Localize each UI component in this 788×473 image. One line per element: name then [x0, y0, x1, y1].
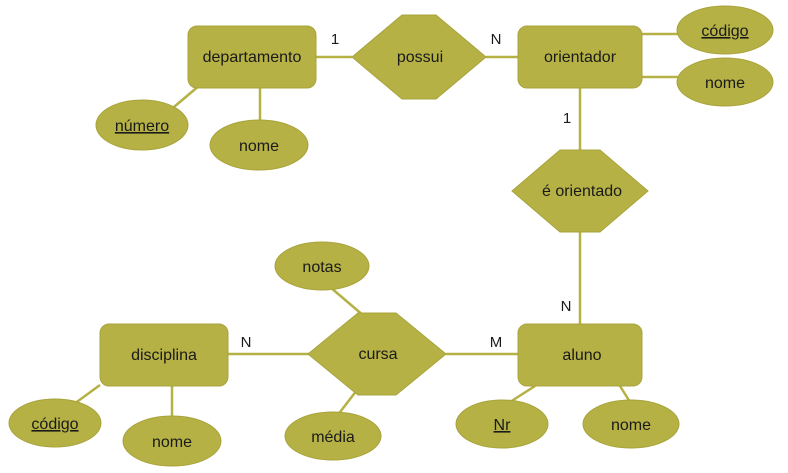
relationship-e-orientado-label: é orientado — [542, 183, 622, 200]
relationship-cursa: cursa — [307, 312, 447, 396]
attribute-aluno-nome: nome — [582, 399, 680, 449]
line-aluno-nome — [618, 385, 632, 403]
attribute-cursa-media: média — [284, 411, 382, 461]
entity-orientador-box — [517, 25, 643, 89]
attribute-cursa-notas: notas — [274, 241, 370, 291]
connector-lines — [73, 32, 680, 420]
relationship-possui-shape — [351, 14, 487, 100]
relationship-e-orientado: é orientado — [511, 149, 649, 233]
attribute-aluno-nr-ellipse — [455, 399, 549, 449]
attribute-disciplina-codigo-ellipse — [8, 398, 102, 448]
entity-departamento: departamento — [187, 25, 317, 89]
relationship-cursa-label: cursa — [358, 346, 397, 363]
attribute-aluno-nr-label: Nr — [494, 417, 512, 434]
relationship-e-orientado-shape — [511, 149, 649, 233]
attribute-orientador-nome: nome — [676, 57, 774, 107]
attribute-departamento-nome: nome — [209, 119, 309, 171]
entity-disciplina-label: disciplina — [131, 347, 197, 364]
attribute-cursa-notas-label: notas — [302, 259, 341, 276]
attribute-cursa-notas-ellipse — [274, 241, 370, 291]
cardinality-possui-orientador: N — [491, 31, 502, 48]
attribute-orientador-nome-label: nome — [705, 75, 745, 92]
entity-aluno: aluno — [517, 323, 643, 387]
attribute-disciplina-codigo-label: código — [31, 416, 78, 433]
cardinality-possui-departamento: 1 — [331, 31, 339, 48]
cardinality-labels: 1 N 1 N N M — [241, 31, 572, 351]
attribute-orientador-nome-ellipse — [676, 57, 774, 107]
attribute-disciplina-nome-label: nome — [152, 434, 192, 451]
relationship-possui-label: possui — [397, 49, 443, 66]
entity-departamento-box — [187, 25, 317, 89]
entity-aluno-label: aluno — [562, 347, 601, 364]
cardinality-orientado-aluno: N — [561, 298, 572, 315]
attribute-aluno-nome-label: nome — [611, 417, 651, 434]
line-cursa-notas — [329, 286, 365, 317]
cardinality-orientado-orientador: 1 — [563, 110, 571, 127]
attribute-departamento-nome-label: nome — [239, 138, 279, 155]
attribute-disciplina-nome: nome — [122, 415, 222, 467]
attribute-cursa-media-ellipse — [284, 411, 382, 461]
attribute-disciplina-nome-ellipse — [122, 415, 222, 467]
attribute-departamento-numero-label: número — [115, 118, 169, 135]
attribute-disciplina-codigo: código — [8, 398, 102, 448]
attribute-orientador-codigo: código — [676, 5, 774, 55]
attribute-aluno-nr: Nr — [455, 399, 549, 449]
attribute-orientador-codigo-label: código — [701, 23, 748, 40]
entity-orientador-label: orientador — [544, 49, 617, 66]
attribute-orientador-codigo-ellipse — [676, 5, 774, 55]
attribute-departamento-nome-ellipse — [209, 119, 309, 171]
entity-orientador: orientador — [517, 25, 643, 89]
entity-disciplina-box — [99, 323, 229, 387]
line-aluno-nr — [509, 384, 536, 404]
entity-aluno-box — [517, 323, 643, 387]
attribute-departamento-numero: número — [95, 99, 189, 151]
entity-departamento-label: departamento — [203, 49, 302, 66]
line-cursa-media — [336, 389, 358, 417]
line-disciplina-codigo — [73, 383, 101, 406]
attribute-departamento-numero-ellipse — [95, 99, 189, 151]
cardinality-cursa-disciplina: N — [241, 334, 252, 351]
relationship-cursa-shape — [307, 312, 447, 396]
attribute-cursa-media-label: média — [311, 429, 355, 446]
entity-disciplina: disciplina — [99, 323, 229, 387]
cardinality-cursa-aluno: M — [490, 334, 503, 351]
relationship-possui: possui — [351, 14, 487, 100]
attribute-aluno-nome-ellipse — [582, 399, 680, 449]
